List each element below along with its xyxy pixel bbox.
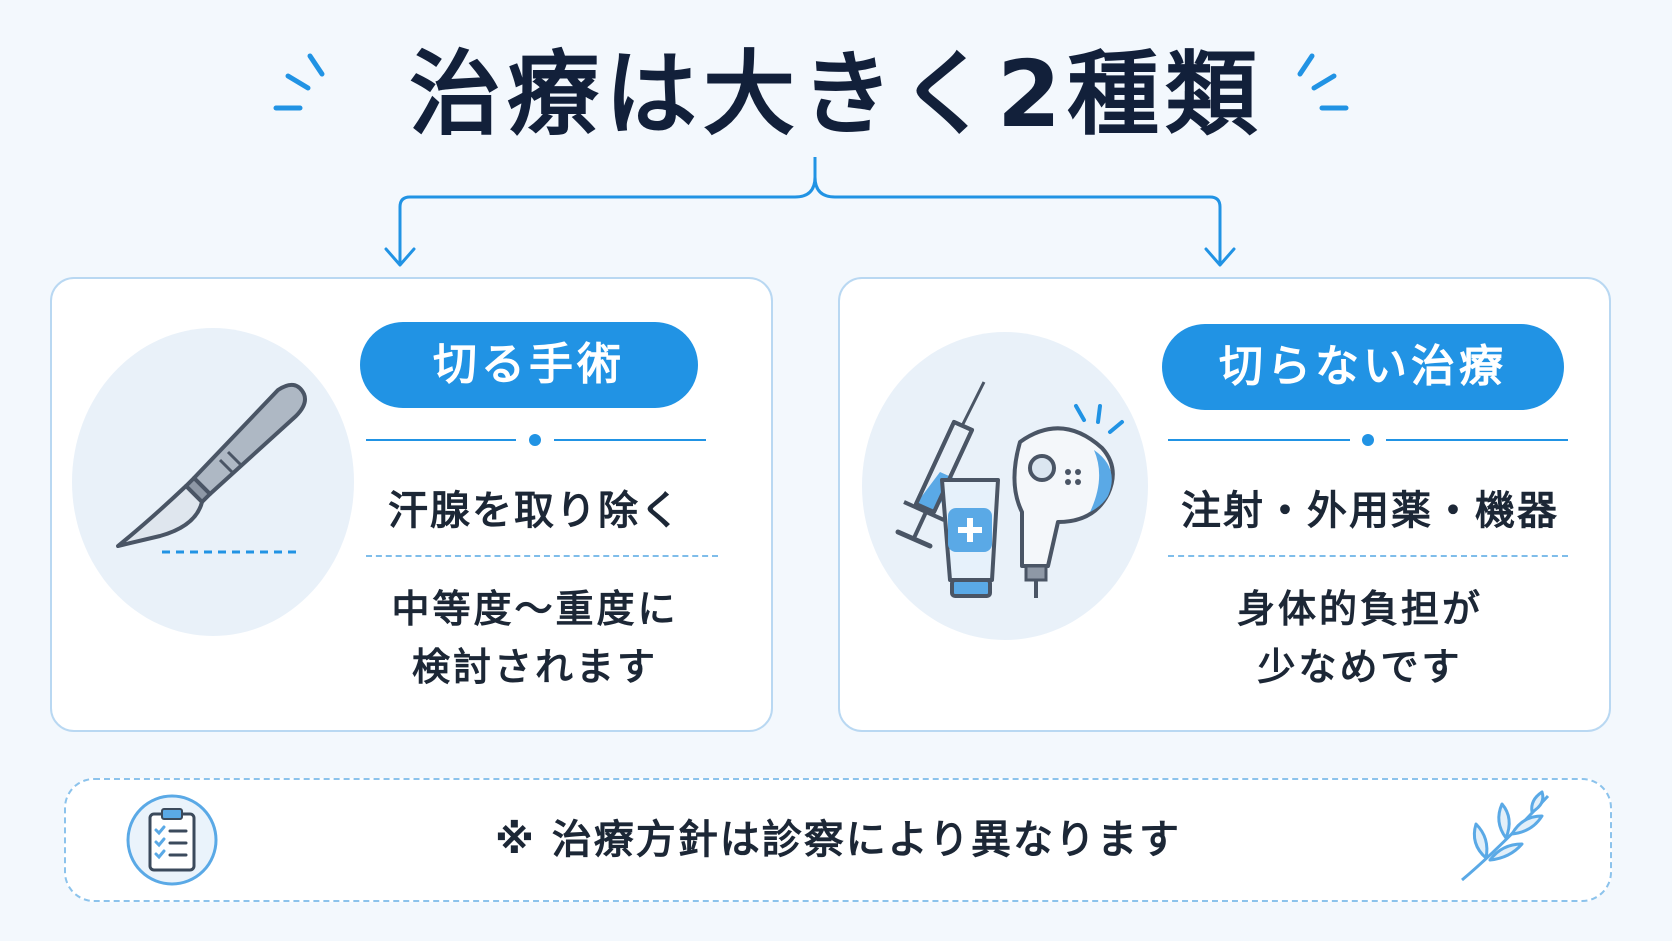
dashed-divider-left bbox=[366, 555, 718, 557]
surgery-sub-text-2: 検討されます bbox=[411, 645, 658, 689]
scalpel-icon bbox=[116, 382, 307, 554]
dashed-divider-right bbox=[1168, 555, 1568, 557]
non-surgical-label: 切らない治療 bbox=[1162, 324, 1564, 410]
sparkle-right-icon bbox=[1297, 53, 1349, 111]
page-title: 治療は大きく2種類 bbox=[408, 41, 1263, 148]
note-box: ※ 治療方針は診察により異なります bbox=[64, 778, 1612, 902]
note-text: ※ 治療方針は診察により異なります bbox=[494, 817, 1181, 863]
branch-connector bbox=[384, 157, 1236, 267]
non-surgical-sub-text-1: 身体的負担が bbox=[1236, 587, 1483, 631]
non-surgical-sub-text-2: 少なめです bbox=[1257, 645, 1463, 689]
surgery-sub-text-1: 中等度〜重度に bbox=[391, 587, 679, 631]
divider-left-b bbox=[554, 439, 706, 441]
divider-dot-left bbox=[529, 434, 541, 446]
treatment-tools-icon bbox=[895, 381, 1124, 598]
leaf-icon bbox=[1461, 790, 1550, 882]
sparkle-left-icon bbox=[273, 53, 325, 111]
divider-left-a bbox=[366, 439, 516, 441]
clipboard-icon bbox=[126, 794, 218, 886]
divider-right-a bbox=[1168, 439, 1350, 441]
divider-right-b bbox=[1386, 439, 1568, 441]
surgery-main-text: 汗腺を取り除く bbox=[388, 488, 682, 534]
surgery-label: 切る手術 bbox=[360, 322, 698, 408]
divider-dot-right bbox=[1362, 434, 1374, 446]
non-surgical-main-text: 注射・外用薬・機器 bbox=[1181, 488, 1559, 534]
